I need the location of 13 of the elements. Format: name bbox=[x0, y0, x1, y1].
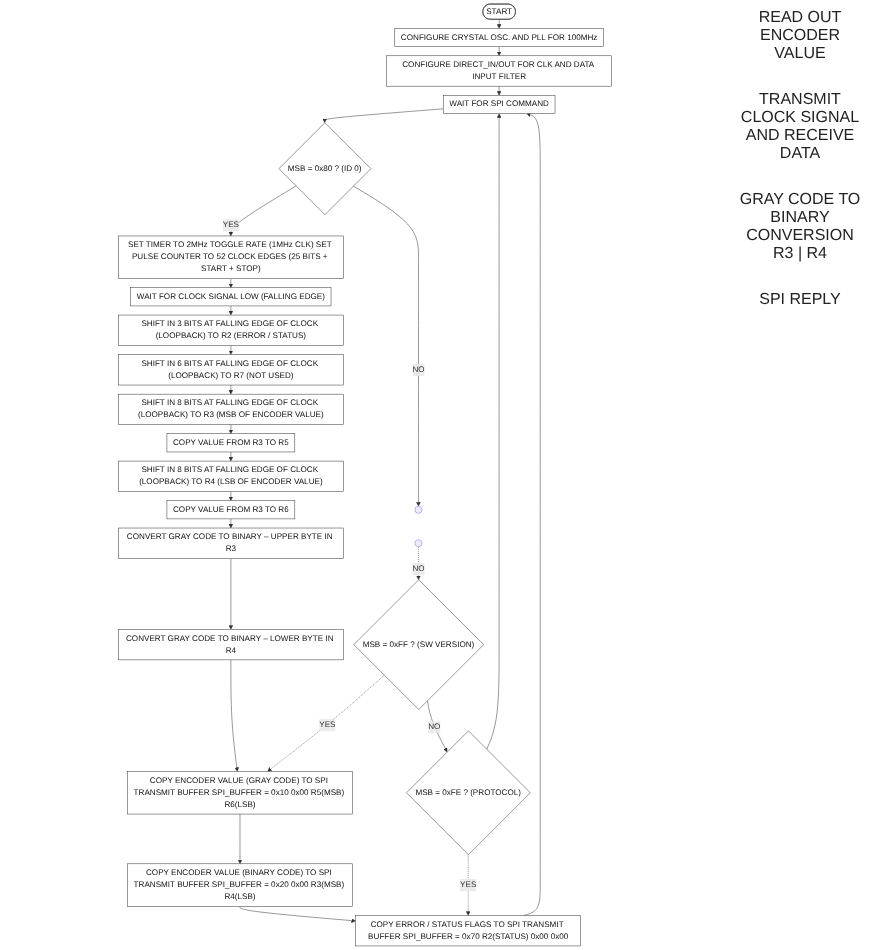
section-note: GRAY CODE TO BINARY CONVERSION R3 | R4 bbox=[738, 190, 862, 262]
arrow bbox=[228, 345, 234, 355]
section-note: SPI REPLY bbox=[757, 290, 843, 308]
arrow bbox=[496, 46, 502, 56]
arrow bbox=[228, 305, 234, 316]
section-note: TRANSMIT CLOCK SIGNAL AND RECEIVE DATA bbox=[738, 90, 862, 162]
arrow bbox=[228, 491, 234, 501]
arrow bbox=[228, 424, 234, 434]
arrow bbox=[496, 19, 502, 29]
arrow bbox=[228, 278, 234, 288]
section-note: READ OUT ENCODER VALUE bbox=[756, 8, 844, 62]
arrow bbox=[228, 518, 234, 529]
arrow bbox=[228, 384, 234, 395]
